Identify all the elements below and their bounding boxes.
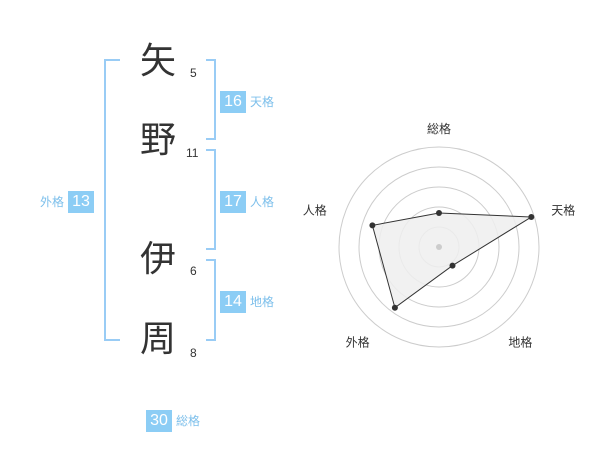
radar-center-dot — [436, 244, 442, 250]
radar-point-5 — [369, 222, 376, 229]
radar-data-polygon — [371, 212, 533, 309]
chikaku-badge: 14 地格 — [220, 291, 278, 313]
radar-point-4 — [391, 304, 398, 311]
radar-grid-ring — [338, 146, 540, 348]
stroke-count-1: 5 — [190, 66, 197, 80]
jinkaku-badge: 17 人格 — [220, 191, 278, 213]
tenkaku-value: 16 — [220, 91, 246, 113]
jinkaku-value: 17 — [220, 191, 246, 213]
radar-axis-label-2: 天格 — [551, 203, 575, 218]
gaikaku-value: 13 — [68, 191, 95, 213]
stroke-count-4: 8 — [190, 346, 197, 360]
jinkaku-bracket — [206, 149, 216, 250]
soukaku-label: 総格 — [176, 414, 201, 428]
stroke-count-2: 11 — [186, 146, 199, 160]
name-char-2: 野 — [140, 120, 177, 161]
radar-axis-label-4: 外格 — [346, 335, 370, 350]
radar-axis-label-1: 総格 — [427, 121, 451, 136]
radar-grid-ring — [358, 166, 520, 328]
gaikaku-badge: 13 外格 — [36, 191, 95, 213]
radar-point-3 — [449, 262, 456, 269]
gaikaku-label: 外格 — [40, 195, 65, 209]
jinkaku-label: 人格 — [250, 195, 275, 209]
name-char-3: 伊 — [140, 239, 177, 280]
name-char-1: 矢 — [140, 41, 177, 82]
tenkaku-bracket — [206, 59, 216, 140]
chikaku-bracket — [206, 259, 216, 341]
tenkaku-label: 天格 — [250, 95, 275, 109]
radar-point-2 — [528, 214, 535, 220]
gaikaku-bracket — [104, 59, 120, 341]
soukaku-value: 30 — [146, 410, 172, 432]
tenkaku-badge: 16 天格 — [220, 91, 278, 113]
chikaku-label: 地格 — [250, 295, 275, 309]
stroke-count-3: 6 — [190, 264, 197, 278]
radar-axis-label-5: 人格 — [303, 203, 327, 218]
soukaku-badge: 30 総格 — [146, 410, 204, 432]
chikaku-value: 14 — [220, 291, 246, 313]
radar-axis-label-3: 地格 — [508, 335, 532, 350]
radar-point-1 — [436, 210, 442, 216]
name-char-4: 周 — [140, 319, 177, 360]
